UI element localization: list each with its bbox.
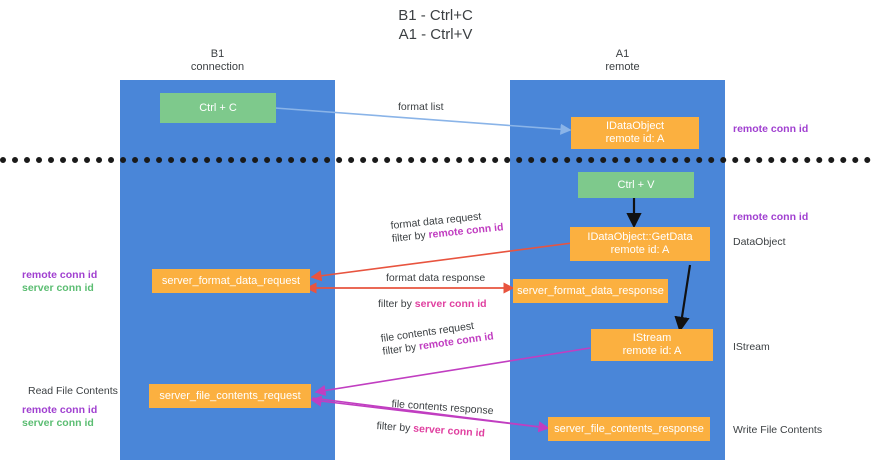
left-label-remote-conn-id-b: remote conn id <box>22 404 98 416</box>
right-label-istream: IStream <box>733 341 770 354</box>
box-server-format-data-request[interactable]: server_format_data_request <box>152 269 310 293</box>
box-server-format-data-request-label: server_format_data_request <box>161 274 301 287</box>
left-label-server-conn-id-b: server conn id <box>22 417 94 429</box>
edge-label-format-list: format list <box>398 101 444 113</box>
box-idataobject-line1: IDataObject <box>605 120 665 132</box>
left-label-remote-conn-id-a: remote conn id <box>22 269 98 281</box>
left-label-conn-ids-a: remote conn id server conn id <box>22 269 97 295</box>
edge-label-format-data-response: format data response <box>386 272 485 285</box>
column-header-b1: B1 connection <box>150 48 285 74</box>
box-istream-line1: IStream <box>632 332 672 344</box>
filter-key-server-conn-id: server conn id <box>412 422 486 440</box>
box-idataobject-getdata[interactable]: IDataObject::GetData remote id: A <box>570 227 710 261</box>
edge-label-format-data-response-filter: filter by server conn id <box>378 298 487 311</box>
box-ctrl-c[interactable]: Ctrl + C <box>160 93 276 123</box>
box-server-file-contents-request-label: server_file_contents_request <box>159 389 301 402</box>
column-a1-role: remote <box>605 61 640 73</box>
box-server-file-contents-request[interactable]: server_file_contents_request <box>149 384 311 408</box>
edge-label-file-contents-response: file contents response <box>391 398 494 418</box>
left-label-read-file-contents-text: Read File Contents <box>28 385 118 397</box>
title-line-2: A1 - Ctrl+V <box>398 26 473 43</box>
box-idataobject-line2: remote id: A <box>605 133 665 145</box>
right-label-remote-conn-id-top: remote conn id <box>733 123 808 136</box>
right-label-write-file-contents: Write File Contents <box>733 424 822 437</box>
edge-label-format-data-request: format data request filter by remote con… <box>390 208 504 246</box>
box-server-format-data-response-label: server_format_data_response <box>517 284 664 297</box>
edge-format-data-response-text: format data response <box>386 272 486 284</box>
right-label-remote-conn-id-mid: remote conn id <box>733 211 808 224</box>
right-label-write-file-contents-text: Write File Contents <box>733 424 823 436</box>
column-b1-name: B1 <box>210 48 225 60</box>
title-line-1: B1 - Ctrl+C <box>398 7 473 24</box>
filter-prefix: filter by <box>378 298 415 310</box>
divider-dashed-line <box>0 157 871 163</box>
box-ctrl-c-label: Ctrl + C <box>199 101 237 114</box>
edge-label-file-contents-request: file contents request filter by remote c… <box>380 317 495 358</box>
box-ctrl-v[interactable]: Ctrl + V <box>578 172 694 198</box>
column-b1-role: connection <box>190 61 245 73</box>
filter-prefix: filter by <box>376 420 414 435</box>
right-label-remote-conn-id-mid-text: remote conn id <box>733 211 809 223</box>
box-idataobject[interactable]: IDataObject remote id: A <box>571 117 699 149</box>
left-label-server-conn-id-a: server conn id <box>22 282 94 294</box>
right-label-istream-text: IStream <box>733 341 770 353</box>
box-getdata-line2: remote id: A <box>610 244 670 256</box>
box-server-format-data-response[interactable]: server_format_data_response <box>513 279 668 303</box>
box-istream[interactable]: IStream remote id: A <box>591 329 713 361</box>
right-label-dataobject: DataObject <box>733 236 786 249</box>
edge-file-contents-response-text: file contents response <box>391 398 494 418</box>
column-header-a1: A1 remote <box>555 48 690 74</box>
box-getdata-line1: IDataObject::GetData <box>587 231 693 243</box>
filter-prefix: filter by <box>391 229 430 245</box>
box-ctrl-v-label: Ctrl + V <box>617 178 655 191</box>
filter-key-server-conn-id: server conn id <box>414 298 487 310</box>
left-label-conn-ids-b: remote conn id server conn id <box>22 404 97 430</box>
edge-label-file-contents-response-filter: filter by server conn id <box>376 420 485 441</box>
right-label-remote-conn-id-top-text: remote conn id <box>733 123 809 135</box>
box-istream-line2: remote id: A <box>622 345 682 357</box>
right-label-dataobject-text: DataObject <box>733 236 786 248</box>
box-server-file-contents-response-label: server_file_contents_response <box>554 422 704 435</box>
column-a1-name: A1 <box>615 48 630 60</box>
box-server-file-contents-response[interactable]: server_file_contents_response <box>548 417 710 441</box>
page-title: B1 - Ctrl+C A1 - Ctrl+V <box>0 6 871 44</box>
left-label-read-file-contents: Read File Contents <box>28 385 118 398</box>
